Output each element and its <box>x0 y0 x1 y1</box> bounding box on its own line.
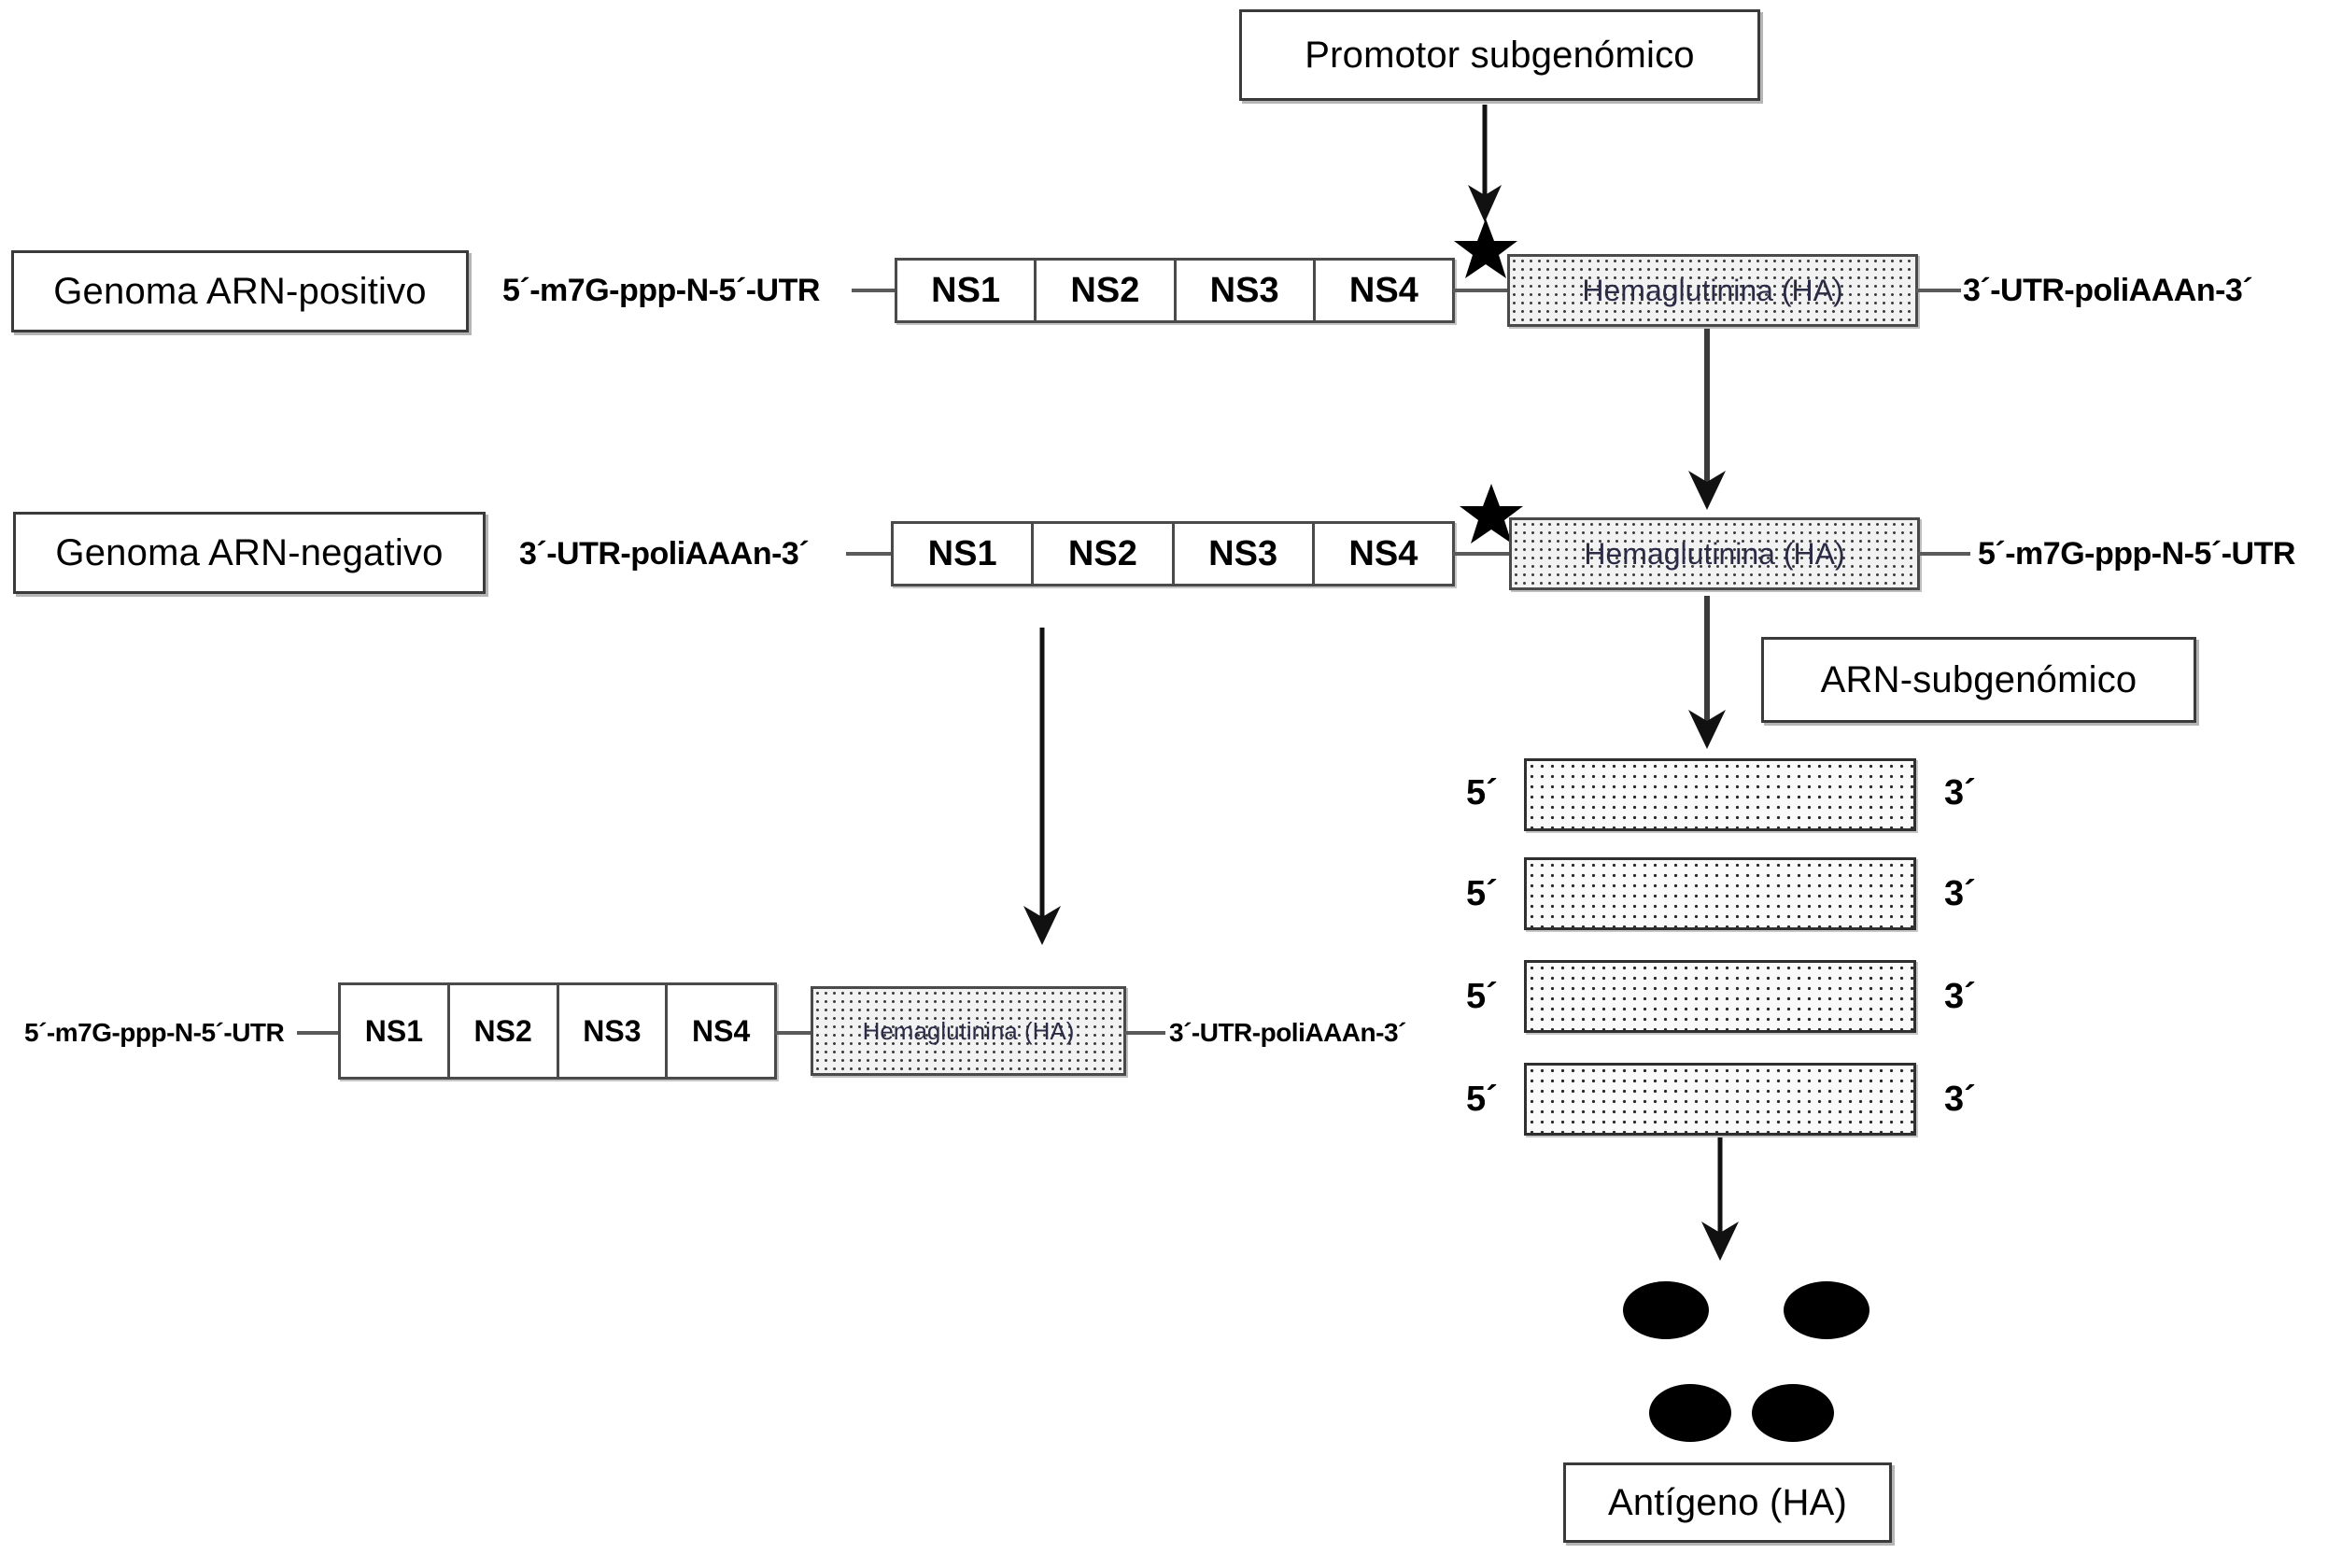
row3-right-end-label: 3´-UTR-poliAAAn-3´ <box>1169 1018 1406 1047</box>
sgrna-bar-3 <box>1524 960 1916 1033</box>
gene-ns2: NS2 <box>1034 524 1175 584</box>
row2-gene-cassette: NS1 NS2 NS3 NS4 <box>891 521 1455 586</box>
antigen-particle-icon <box>1649 1384 1731 1442</box>
sgrna-2-three-prime-label: 3´ <box>1944 874 1976 913</box>
row2-left-end-label: 3´-UTR-poliAAAn-3´ <box>519 535 810 572</box>
genome-positive-label: Genoma ARN-positivo <box>53 270 427 312</box>
row1-hemagglutinin-box: Hemaglutinina (HA) <box>1507 254 1918 327</box>
row2-right-end-label: 5´-m7G-ppp-N-5´-UTR <box>1978 535 2295 572</box>
gene-ns2: NS2 <box>450 985 559 1077</box>
row3-ha-label: Hemaglutinina (HA) <box>862 1016 1075 1045</box>
subgenomic-rna-box: ARN-subgenómico <box>1761 637 2196 723</box>
antigen-particle-icon <box>1752 1384 1834 1442</box>
antigen-label: Antígeno (HA) <box>1607 1481 1848 1523</box>
gene-ns3: NS3 <box>1175 524 1315 584</box>
sgrna-3-five-prime-label: 5´ <box>1466 977 1498 1016</box>
genome-positive-box: Genoma ARN-positivo <box>11 250 469 332</box>
row3-mid-connector <box>775 1031 814 1035</box>
sgrna-1-three-prime-label: 3´ <box>1944 773 1976 812</box>
row3-right-connector <box>1124 1031 1165 1035</box>
sgrna-bar-4 <box>1524 1063 1916 1136</box>
sgrna-4-three-prime-label: 3´ <box>1944 1080 1976 1119</box>
row1-left-end-label: 5´-m7G-ppp-N-5´-UTR <box>502 272 820 308</box>
row3-left-connector <box>297 1031 340 1035</box>
row2-hemagglutinin-box: Hemaglutinina (HA) <box>1509 517 1920 590</box>
antigen-particle-icon <box>1784 1281 1869 1339</box>
row3-gene-cassette: NS1 NS2 NS3 NS4 <box>338 982 777 1080</box>
gene-ns3: NS3 <box>1177 261 1316 320</box>
sgrna-2-five-prime-label: 5´ <box>1466 874 1498 913</box>
row2-mid-connector <box>1453 552 1511 556</box>
gene-ns4: NS4 <box>1348 270 1418 310</box>
star-icon <box>1454 219 1517 278</box>
row1-right-end-label: 3´-UTR-poliAAAn-3´ <box>1963 272 2253 308</box>
star-icon <box>1460 484 1523 544</box>
row2-left-connector <box>846 552 893 556</box>
gene-ns2: NS2 <box>1037 261 1177 320</box>
gene-ns1: NS1 <box>897 261 1037 320</box>
row1-mid-connector <box>1453 289 1511 292</box>
antigen-box: Antígeno (HA) <box>1563 1462 1892 1543</box>
arrow-down-icon-transcription <box>1688 596 1726 749</box>
promoter-subgenomic-box: Promotor subgenómico <box>1239 9 1760 101</box>
sgrna-bar-1 <box>1524 758 1916 831</box>
sgrna-4-five-prime-label: 5´ <box>1466 1080 1498 1119</box>
arrow-down-icon <box>1468 105 1502 222</box>
row1-right-connector <box>1916 289 1961 292</box>
row3-left-end-label: 5´-m7G-ppp-N-5´-UTR <box>24 1018 285 1047</box>
gene-ns1: NS1 <box>894 524 1035 584</box>
row1-ha-label: Hemaglutinina (HA) <box>1582 273 1843 307</box>
row1-gene-cassette: NS1 NS2 NS3 NS4 <box>895 258 1455 323</box>
row1-left-connector <box>852 289 896 292</box>
sgrna-bar-2 <box>1524 857 1916 930</box>
row2-right-connector <box>1918 552 1970 556</box>
row2-ha-label: Hemaglutinina (HA) <box>1584 536 1845 571</box>
arrow-down-icon-replication-long <box>1023 628 1061 945</box>
subgenomic-rna-label: ARN-subgenómico <box>1820 658 2137 700</box>
genome-negative-label: Genoma ARN-negativo <box>55 531 444 573</box>
promoter-subgenomic-label: Promotor subgenómico <box>1305 34 1695 76</box>
row3-hemagglutinin-box: Hemaglutinina (HA) <box>811 986 1126 1076</box>
sgrna-3-three-prime-label: 3´ <box>1944 977 1976 1016</box>
genome-negative-box: Genoma ARN-negativo <box>13 512 486 594</box>
sgrna-1-five-prime-label: 5´ <box>1466 773 1498 812</box>
gene-ns1: NS1 <box>341 985 450 1077</box>
gene-ns4: NS4 <box>1348 533 1418 573</box>
gene-ns4: NS4 <box>692 1013 751 1048</box>
arrow-down-icon-replication <box>1688 329 1726 510</box>
gene-ns3: NS3 <box>559 985 669 1077</box>
antigen-particle-icon <box>1623 1281 1709 1339</box>
arrow-down-icon-translation <box>1701 1137 1739 1261</box>
